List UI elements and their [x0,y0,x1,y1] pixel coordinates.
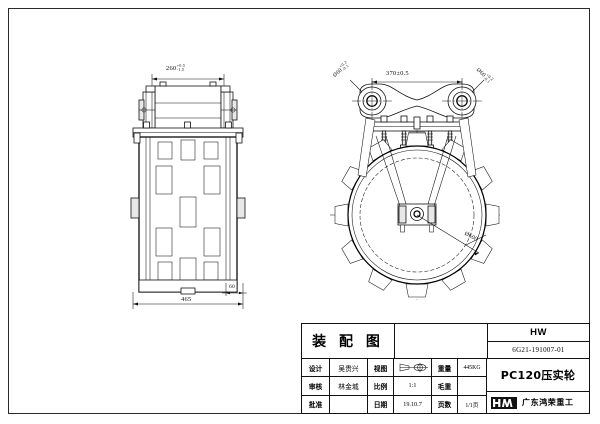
company-name: 广东鸿荣重工 [522,398,574,407]
product-name-cell: PC120压实轮 [487,359,589,392]
product-name: PC120压实轮 [500,369,576,382]
field-value-weight: 445KG [463,364,481,371]
dimension-label-260: 260+0.5-1.5 [166,63,186,73]
title-block-header: 装 配 图 HW 6G21-191007-01 [302,324,589,359]
company-code: HW [488,324,589,342]
table-row: 设计 吴贵兴 视图 重量 445KG [302,359,486,378]
projection-symbol-cell [394,359,432,377]
drawing-title: 装 配 图 [312,334,384,350]
title-block-fields: 设计 吴贵兴 视图 重量 445KG [302,359,487,413]
title-block: 装 配 图 HW 6G21-191007-01 设计 吴贵兴 视图 [301,323,590,414]
field-value-date: 19.10.7 [394,395,432,413]
table-row: 批准 日期 19.10.7 页数 1/1页 [302,395,486,413]
drawing-number: 6G21-191007-01 [512,346,565,354]
sheet-border [8,8,590,414]
title-block-body: 设计 吴贵兴 视图 重量 445KG [302,359,589,413]
field-label-gross-weight: 毛重 [432,377,458,395]
field-value-scale: 1:1 [394,377,432,395]
first-angle-projection-icon [399,362,428,373]
field-label-review: 审核 [302,377,330,395]
field-label-view: 视图 [368,359,394,377]
field-label-weight: 重量 [432,359,458,377]
company-logo-icon [491,396,517,409]
dimension-label-60: 60 [229,284,235,290]
field-label-design: 设计 [302,359,330,377]
drawing-title-cell: 装 配 图 [302,324,395,358]
product-panel: PC120压实轮 广东鸿荣重工 [487,359,589,413]
company-row: 广东鸿荣重工 [487,392,589,413]
field-label-scale: 比例 [368,377,394,395]
field-label-pages: 页数 [432,395,458,413]
field-value-gross-weight [458,377,486,394]
field-value-approver [330,395,368,413]
field-value-designer: 吴贵兴 [330,359,368,377]
field-label-approve: 批准 [302,395,330,413]
title-block-spacer [395,324,488,358]
field-value-pages: 1/1页 [465,402,479,409]
field-value-reviewer: 林金城 [330,377,368,395]
table-row: 审核 林金城 比例 1:1 毛重 [302,377,486,396]
dimension-label-370: 370±0.5 [386,70,409,77]
company-code-group: HW 6G21-191007-01 [488,324,589,358]
dimension-label-465: 465 [181,296,192,303]
field-label-date: 日期 [368,395,394,413]
